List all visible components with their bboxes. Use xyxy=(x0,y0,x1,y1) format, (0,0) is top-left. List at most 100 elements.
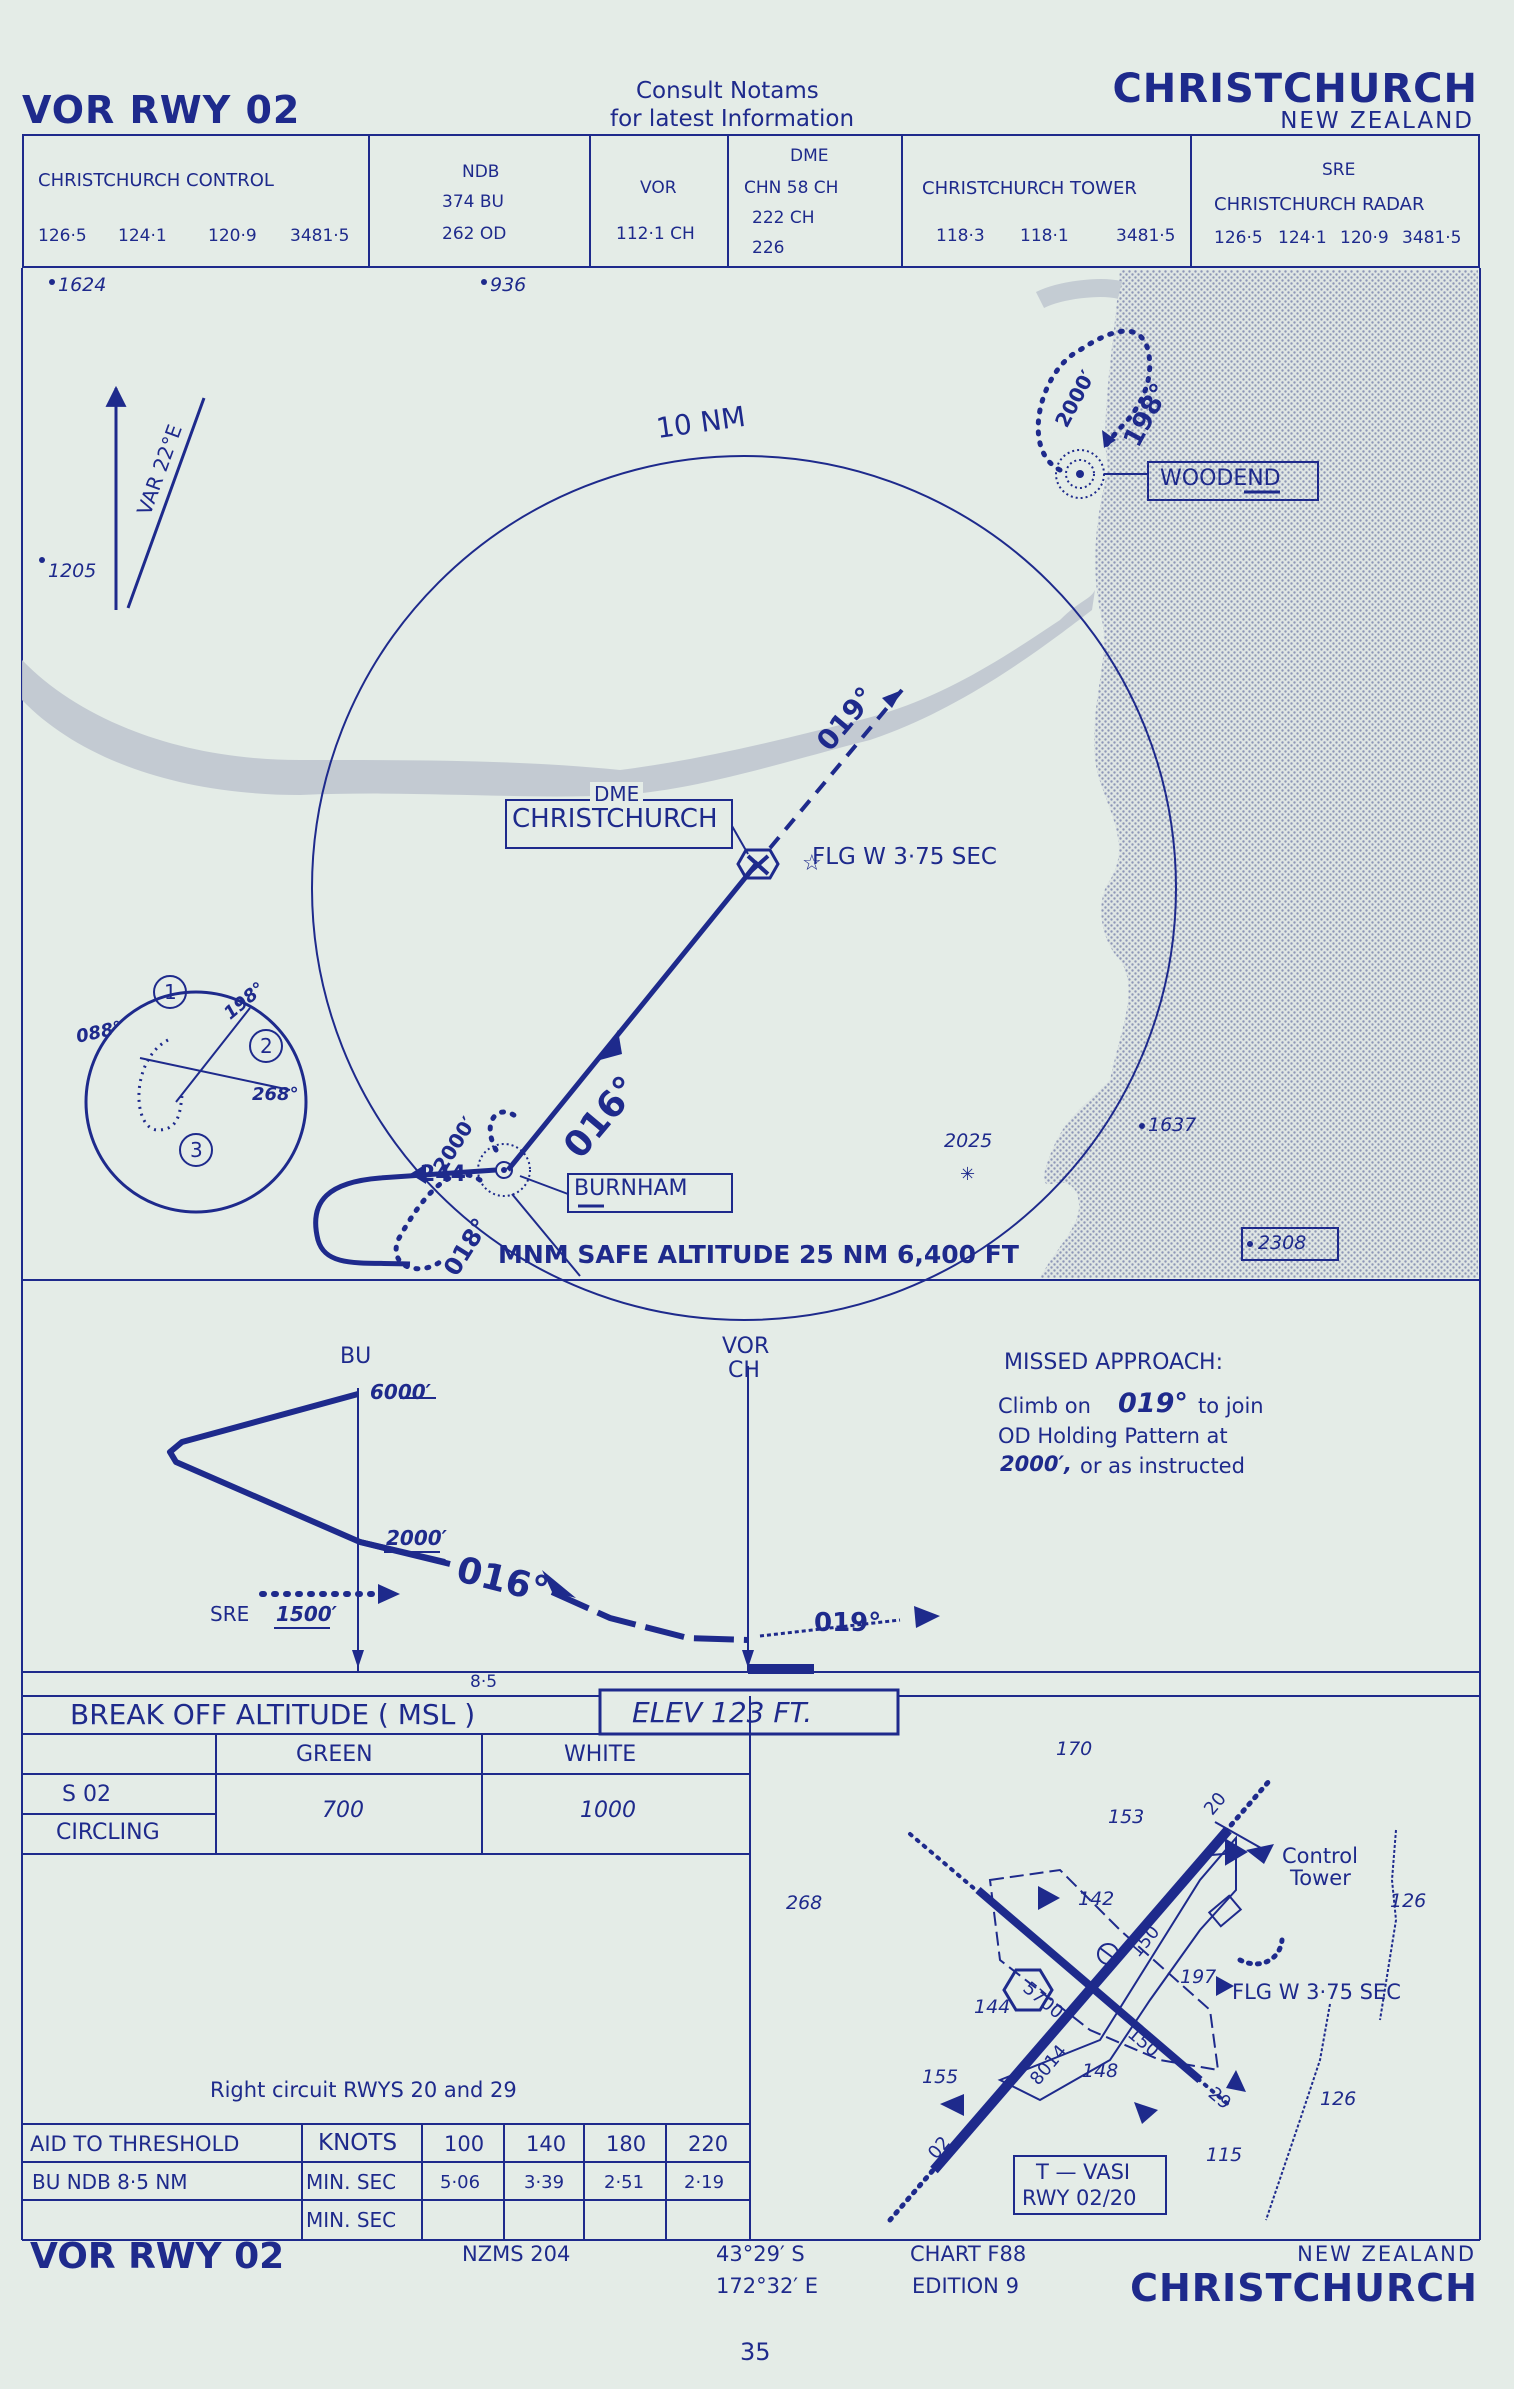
tower-freq: 118·1 xyxy=(1020,226,1069,246)
sre-title: SRE xyxy=(1322,160,1356,180)
vasi-label: T — VASI xyxy=(1036,2160,1131,2184)
notams-line-1: Consult Notams xyxy=(636,78,819,104)
control-tower-label: Control xyxy=(1282,1844,1358,1868)
ndb-title: NDB xyxy=(462,162,500,182)
burnham-hold-course: 244 xyxy=(420,1162,466,1187)
dme-title: DME xyxy=(790,146,829,166)
divider xyxy=(589,134,591,268)
inset-course: 268° xyxy=(252,1084,299,1105)
footer-lon: 172°32′ E xyxy=(716,2274,819,2298)
col-white: WHITE xyxy=(564,1742,637,1767)
aerodrome-diagram xyxy=(887,1777,1398,2223)
profile-distance: 8·5 xyxy=(470,1672,498,1692)
missed-text: Climb on xyxy=(998,1394,1091,1418)
timing-header: KNOTS xyxy=(318,2130,398,2156)
spot-height: 170 xyxy=(1056,1738,1093,1760)
ndb-line-1: 374 BU xyxy=(442,192,504,212)
footer-procedure: VOR RWY 02 xyxy=(30,2236,285,2277)
dme-name: CHRISTCHURCH xyxy=(512,804,718,834)
footer-city: CHRISTCHURCH xyxy=(1130,2266,1478,2310)
row-circling: CIRCLING xyxy=(56,1820,160,1845)
spot-height: 1637 xyxy=(1148,1114,1197,1136)
comms-bar xyxy=(22,134,1480,268)
dme-line-2: 222 CH xyxy=(752,208,815,228)
ndb-line-2: 262 OD xyxy=(442,224,507,244)
divider xyxy=(901,134,903,268)
svg-text:✳: ✳ xyxy=(960,1164,975,1185)
timing-cell: 5·06 xyxy=(440,2172,481,2193)
divider xyxy=(727,134,729,268)
timing-header: 180 xyxy=(606,2132,647,2156)
dme-marker xyxy=(736,848,780,880)
spot-height: 2025 xyxy=(944,1130,993,1152)
svg-text:☆: ☆ xyxy=(802,851,822,876)
tower-freq: 118·3 xyxy=(936,226,985,246)
burnham-label: BURNHAM xyxy=(574,1176,688,1201)
footer-chart: CHART F88 xyxy=(910,2242,1027,2266)
ten-nm-ring xyxy=(311,455,1177,1321)
spot-height: 155 xyxy=(922,2066,959,2088)
break-off-title: BREAK OFF ALTITUDE ( MSL ) xyxy=(70,1698,476,1731)
timing-aid: BU NDB 8·5 NM xyxy=(32,2170,188,2194)
spot-height: 148 xyxy=(1082,2060,1119,2082)
dme-label: DME xyxy=(590,782,644,806)
city-title: CHRISTCHURCH xyxy=(1112,66,1478,112)
control-freq: 126·5 xyxy=(38,226,87,246)
spot-height: 2308 xyxy=(1258,1232,1307,1254)
burnham-procedure-turn xyxy=(313,1167,497,1267)
missed-text: to join xyxy=(1198,1394,1264,1418)
flg-light: FLG W 3·75 SEC xyxy=(812,844,997,870)
footer-edition: EDITION 9 xyxy=(912,2274,1019,2298)
tower-name: CHRISTCHURCH TOWER xyxy=(922,178,1137,199)
control-freq: 124·1 xyxy=(118,226,167,246)
minimum-white: 1000 xyxy=(580,1798,636,1823)
dme-line-1: CHN 58 CH xyxy=(744,178,839,198)
spot-height: 1205 xyxy=(48,560,97,582)
row-s02: S 02 xyxy=(62,1782,111,1807)
spot-height: 936 xyxy=(490,274,527,296)
divider xyxy=(368,134,370,268)
inset-step: 2 xyxy=(260,1034,273,1058)
footer-nzms: NZMS 204 xyxy=(462,2242,571,2266)
sre-freq: 126·5 xyxy=(1214,228,1263,248)
spot-height: 126 xyxy=(1390,1890,1427,1912)
burnham-hold xyxy=(393,1109,523,1272)
spot-height: 142 xyxy=(1078,1888,1115,1910)
col-green: GREEN xyxy=(296,1742,373,1767)
profile-alt-6000: 6000′ xyxy=(370,1380,431,1404)
min-safe-altitude: MNM SAFE ALTITUDE 25 NM 6,400 FT xyxy=(498,1240,1019,1269)
spot-height: 1624 xyxy=(58,274,107,296)
vasi-label: RWY 02/20 xyxy=(1022,2186,1137,2210)
control-tower-label: Tower xyxy=(1290,1866,1351,1890)
timing-cell: 2·51 xyxy=(604,2172,645,2193)
aerodrome-elevation: ELEV 123 FT. xyxy=(632,1696,813,1729)
inset-step: 3 xyxy=(190,1138,203,1162)
inset-step: 1 xyxy=(164,980,177,1004)
timing-cell: 2·19 xyxy=(684,2172,725,2193)
minimum-green: 700 xyxy=(322,1798,364,1823)
footer-country: NEW ZEALAND xyxy=(1297,2242,1476,2266)
final-approach-track xyxy=(506,860,760,1172)
divider xyxy=(1190,134,1192,268)
procedure-title: VOR RWY 02 xyxy=(22,88,301,132)
country-title: NEW ZEALAND xyxy=(1280,108,1474,134)
vor-title: VOR xyxy=(640,178,677,198)
profile-fix-vor: VOR xyxy=(722,1334,770,1359)
sre-freq: 124·1 xyxy=(1278,228,1327,248)
spot-height: 144 xyxy=(974,1996,1011,2018)
profile-fix-bu: BU xyxy=(340,1344,372,1369)
river xyxy=(22,590,1095,797)
missed-approach-title: MISSED APPROACH: xyxy=(1004,1350,1224,1375)
timing-header: AID TO THRESHOLD xyxy=(30,2132,240,2156)
profile-alt-2000: 2000′ xyxy=(386,1526,447,1550)
missed-course: 019° xyxy=(1118,1388,1188,1419)
spot-height: 268 xyxy=(786,1892,823,1914)
sre-name: CHRISTCHURCH RADAR xyxy=(1214,194,1425,215)
sre-freq: 120·9 xyxy=(1340,228,1389,248)
dme-line-3: 226 xyxy=(752,238,785,258)
vor-freq: 112·1 CH xyxy=(616,224,695,244)
spot-height: 115 xyxy=(1206,2144,1243,2166)
profile-sre: SRE xyxy=(210,1602,250,1626)
woodend-label: WOODEND xyxy=(1160,466,1281,491)
